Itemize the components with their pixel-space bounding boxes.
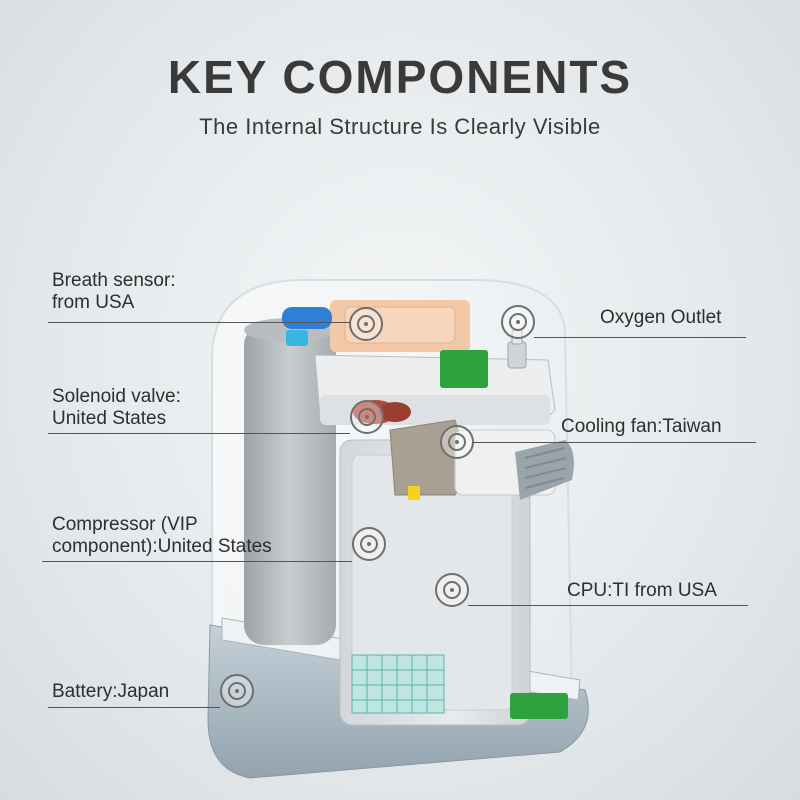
solenoid-valve-label: Solenoid valve: United States	[52, 386, 181, 429]
breath-sensor-leader	[48, 322, 350, 323]
cpu-target	[435, 573, 469, 607]
compressor-label: Compressor (VIP component):United States	[52, 514, 272, 557]
oxygen-outlet-leader	[534, 337, 746, 338]
cpu-leader	[468, 605, 748, 606]
green-board	[440, 350, 488, 388]
solenoid-valve-leader	[48, 433, 350, 434]
cooling-fan-target	[440, 425, 474, 459]
page-title: KEY COMPONENTS	[167, 51, 633, 103]
filter-mesh	[351, 654, 445, 714]
oxygen-outlet-label: Oxygen Outlet	[600, 307, 722, 328]
breath-sensor-label: Breath sensor: from USA	[52, 270, 176, 313]
battery-target	[220, 674, 254, 708]
compressor-leader	[42, 561, 352, 562]
page-subtitle: The Internal Structure Is Clearly Visibl…	[199, 114, 601, 139]
cooling-fan-label: Cooling fan:Taiwan	[561, 416, 722, 437]
battery-label: Battery:Japan	[52, 681, 170, 702]
battery-leader	[48, 707, 220, 708]
side-vent	[515, 440, 574, 500]
cooling-fan-leader	[473, 442, 756, 443]
green-board-bottom	[510, 693, 568, 719]
breath-sensor-target	[349, 307, 383, 341]
battery-cylinder	[244, 325, 336, 645]
solenoid-valve-target	[350, 400, 384, 434]
compressor-target	[352, 527, 386, 561]
cpu-label: CPU:TI from USA	[567, 580, 717, 601]
oxygen-outlet-target	[501, 305, 535, 339]
